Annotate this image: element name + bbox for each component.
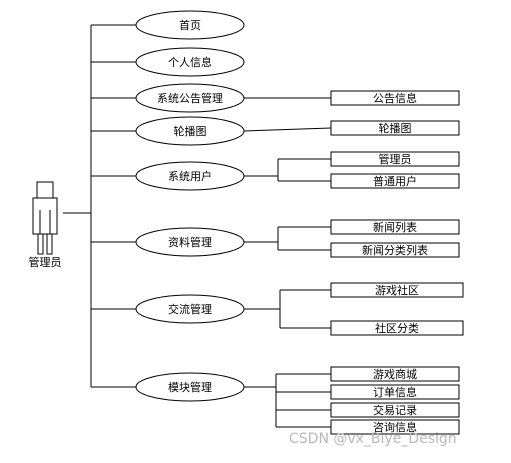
child-box (330, 320, 464, 336)
actor-figure (32, 181, 58, 255)
uc-users-label: 系统用户 (168, 169, 212, 183)
child-box-normal-user: 普通用户 (330, 173, 460, 189)
child-box (330, 419, 460, 435)
uc-materials: 资料管理 (135, 227, 245, 257)
child-label: 订单信息 (373, 385, 417, 399)
child-label: 新闻列表 (373, 220, 417, 234)
child-box (330, 90, 460, 106)
uc-profile-ellipse (135, 47, 245, 77)
connector-carousel-child (243, 127, 332, 132)
child-label: 交易记录 (373, 403, 417, 417)
child-label: 游戏社区 (375, 283, 419, 297)
uc-notice-ellipse (135, 83, 245, 113)
child-label: 新闻分类列表 (362, 243, 428, 257)
uc-profile: 个人信息 (135, 47, 245, 77)
actor-label: 管理员 (29, 255, 62, 269)
child-label: 游戏商城 (373, 367, 417, 381)
child-box-inquiry-info: 咨询信息 (330, 419, 460, 435)
uc-carousel-ellipse (135, 116, 245, 146)
uc-notice: 系统公告管理 (135, 83, 245, 113)
child-box (330, 402, 460, 418)
child-box (330, 151, 460, 167)
child-label: 社区分类 (375, 321, 419, 335)
actor-head (36, 181, 54, 199)
child-box (330, 120, 460, 136)
child-label: 管理员 (379, 152, 412, 166)
child-box-order-info: 订单信息 (330, 384, 460, 400)
uc-home: 首页 (135, 10, 245, 40)
uc-notice-label: 系统公告管理 (157, 91, 223, 105)
uc-exchange: 交流管理 (135, 294, 245, 324)
child-box (330, 282, 464, 298)
child-box (330, 173, 460, 189)
child-box-news-list: 新闻列表 (330, 219, 460, 235)
child-box-news-category: 新闻分类列表 (330, 242, 460, 258)
uc-materials-label: 资料管理 (168, 235, 212, 249)
actor-leg-left (37, 233, 44, 255)
child-box-carousel: 轮播图 (330, 120, 460, 136)
child-label: 咨询信息 (373, 420, 417, 434)
uc-home-ellipse (135, 10, 245, 40)
uc-modules: 模块管理 (135, 372, 245, 402)
uc-carousel-label: 轮播图 (174, 124, 207, 138)
child-box (330, 219, 460, 235)
child-box-notice-info: 公告信息 (330, 90, 460, 106)
uc-users-ellipse (135, 161, 245, 191)
actor-leg-right (46, 233, 53, 255)
child-box-game-community: 游戏社区 (330, 282, 464, 298)
actor-body (32, 197, 58, 235)
child-box-community-category: 社区分类 (330, 320, 464, 336)
child-label: 公告信息 (373, 91, 417, 105)
child-box-admin: 管理员 (330, 151, 460, 167)
uc-materials-ellipse (135, 227, 245, 257)
uc-carousel: 轮播图 (135, 116, 245, 146)
child-box-game-mall: 游戏商城 (330, 366, 460, 382)
watermark: CSDN @vx_Biye_Design (289, 431, 457, 447)
child-label: 轮播图 (379, 121, 412, 135)
child-box-transaction-record: 交易记录 (330, 402, 460, 418)
uc-users: 系统用户 (135, 161, 245, 191)
uc-exchange-label: 交流管理 (168, 302, 212, 316)
child-box (330, 366, 460, 382)
uc-profile-label: 个人信息 (168, 55, 212, 69)
uc-home-label: 首页 (179, 18, 201, 32)
uc-modules-ellipse (135, 372, 245, 402)
uc-modules-label: 模块管理 (168, 380, 212, 394)
uc-exchange-ellipse (135, 294, 245, 324)
child-box (330, 384, 460, 400)
child-box (330, 242, 460, 258)
child-label: 普通用户 (373, 174, 417, 188)
